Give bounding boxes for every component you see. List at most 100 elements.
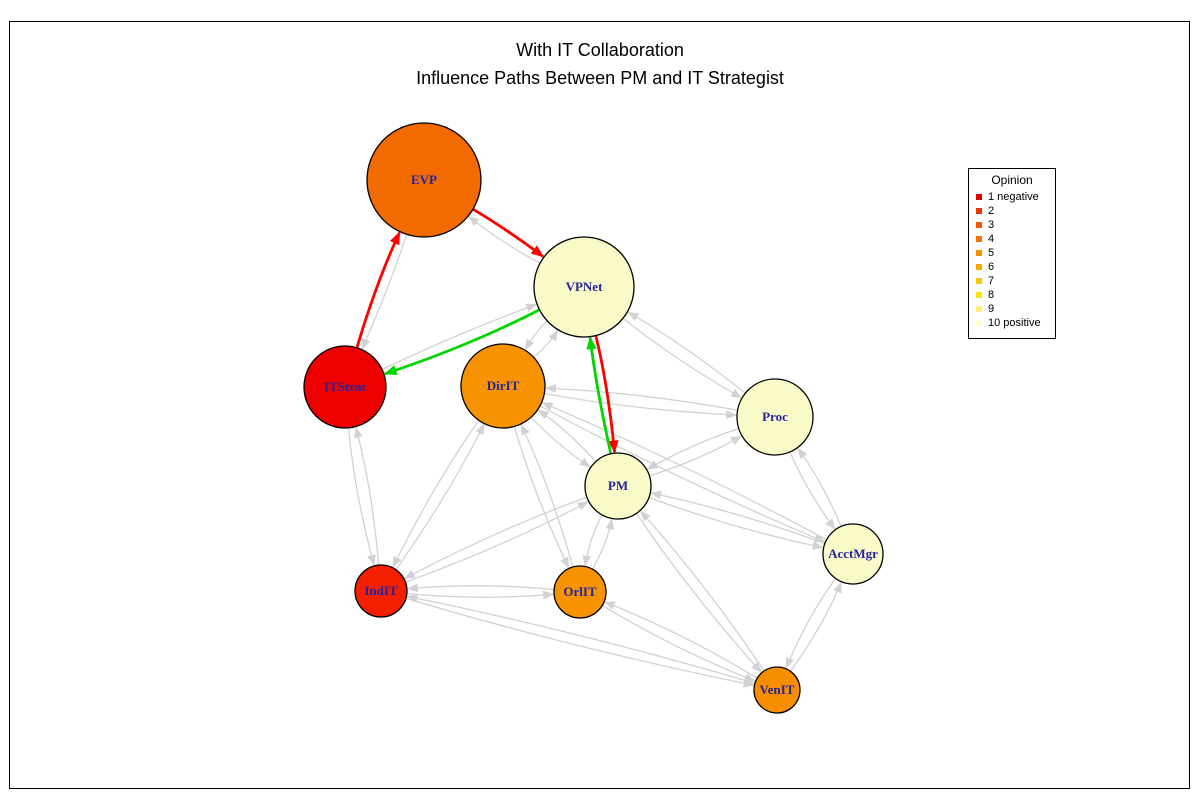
edge-IndIT-ITStrat [354, 426, 380, 565]
legend-item: 2 [969, 204, 1055, 218]
node-circle-EVP [366, 122, 482, 238]
legend-swatch [976, 264, 982, 270]
legend-item: 4 [969, 232, 1055, 246]
edge-DirIT-OrlIT [513, 426, 570, 569]
edge-AcctMgr-Proc [797, 447, 842, 527]
edge-PM-Proc [649, 435, 743, 477]
edge-PM-OrlIT [582, 515, 603, 567]
legend-label: 4 [988, 233, 995, 245]
legend-item: 6 [969, 260, 1055, 274]
edge-Proc-VPNet [627, 311, 746, 394]
legend-label: 3 [988, 219, 995, 231]
legend-label: 5 [988, 247, 995, 259]
legend-label: 6 [988, 261, 995, 273]
edge-IndIT-PM [405, 501, 589, 583]
edge-PM-IndIT [403, 496, 587, 579]
edge-Proc-PM [646, 428, 739, 470]
edge-VPNet-PM [594, 335, 619, 454]
edge-Proc-DirIT [544, 384, 738, 411]
legend-swatch [976, 278, 982, 284]
node-circle-DirIT [460, 343, 546, 429]
edge-OrlIT-VenIT [602, 605, 756, 682]
node-circle-IndIT [354, 564, 408, 618]
edge-OrlIT-DirIT [520, 423, 574, 567]
legend-swatch [976, 306, 982, 312]
edge-DirIT-PM [531, 417, 591, 468]
edge-DirIT-VPNet [533, 329, 559, 358]
node-label-AcctMgr: AcctMgr [828, 546, 878, 561]
edge-VPNet-EVP [468, 215, 540, 264]
legend-swatch [976, 250, 982, 256]
edge-ITStrat-VPNet [382, 303, 538, 370]
legend-swatch [976, 222, 982, 228]
edge-EVP-VPNet [472, 208, 545, 258]
chart-title-line1: With IT Collaboration [516, 40, 684, 60]
edge-AcctMgr-DirIT [541, 402, 827, 541]
node-label-DirIT: DirIT [487, 378, 520, 393]
node-label-OrlIT: OrlIT [563, 584, 597, 599]
edge-DirIT-Proc [544, 392, 738, 420]
edge-VenIT-PM [639, 510, 765, 671]
edge-PM-VenIT [636, 513, 762, 673]
legend-swatch [976, 320, 982, 326]
edge-VPNet-Proc [622, 318, 743, 399]
legend-swatch [976, 292, 982, 298]
legend-label: 1 negative [988, 191, 1039, 203]
edge-AcctMgr-VenIT [785, 578, 836, 669]
node-circle-PM [584, 452, 652, 520]
legend-swatch [976, 208, 982, 214]
legend-item: 5 [969, 246, 1055, 260]
legend-item: 10 positive [969, 316, 1055, 330]
node-label-EVP: EVP [411, 172, 437, 187]
edge-OrlIT-PM [592, 518, 615, 570]
chart-title-line2: Influence Paths Between PM and IT Strate… [416, 68, 784, 88]
edge-IndIT-OrlIT [407, 590, 555, 600]
edge-PM-VPNet [586, 336, 613, 454]
node-circle-OrlIT [553, 565, 607, 619]
edge-OrlIT-IndIT [406, 583, 554, 593]
legend-label: 10 positive [988, 317, 1041, 329]
edge-VenIT-OrlIT [604, 601, 758, 679]
edge-VenIT-IndIT [406, 594, 755, 684]
edge-VPNet-ITStrat [383, 308, 540, 376]
edge-AcctMgr-PM [650, 490, 825, 545]
edge-IndIT-DirIT [395, 423, 485, 570]
legend-item: 9 [969, 302, 1055, 316]
node-circle-VPNet [533, 236, 635, 338]
legend-label: 8 [988, 289, 995, 301]
node-label-VenIT: VenIT [760, 682, 795, 697]
legend-item: 1 negative [969, 190, 1055, 204]
node-label-ITStrat: ITStrat [324, 379, 367, 394]
edge-Proc-AcctMgr [789, 452, 836, 530]
legend-box: Opinion 1 negative 2 3 4 5 6 7 8 9 10 positive [968, 168, 1056, 339]
legend-label: 9 [988, 303, 995, 315]
legend-item: 7 [969, 274, 1055, 288]
legend-item: 3 [969, 218, 1055, 232]
edge-PM-AcctMgr [649, 496, 824, 550]
legend-rows: 1 negative 2 3 4 5 6 7 8 9 10 positive [969, 190, 1055, 330]
legend-title: Opinion [991, 173, 1033, 187]
node-label-IndIT: IndIT [364, 583, 398, 598]
legend-swatch [976, 194, 982, 200]
edge-VenIT-AcctMgr [790, 581, 842, 672]
edge-VPNet-DirIT [524, 320, 548, 351]
plot-frame [9, 21, 1190, 789]
node-circle-VenIT [753, 666, 801, 714]
node-label-Proc: Proc [762, 409, 788, 424]
node-label-PM: PM [608, 478, 628, 493]
legend-swatch [976, 236, 982, 242]
node-circle-AcctMgr [822, 523, 884, 585]
node-circle-ITStrat [303, 345, 387, 429]
edge-IndIT-VenIT [406, 597, 755, 688]
chart-title: With IT Collaboration Influence Paths Be… [0, 36, 1200, 92]
edge-EVP-ITStrat [361, 234, 408, 350]
legend-label: 2 [988, 205, 995, 217]
edge-PM-DirIT [537, 409, 596, 462]
edge-ITStrat-IndIT [347, 428, 376, 566]
legend-item: 8 [969, 288, 1055, 302]
node-circle-Proc [736, 378, 814, 456]
edge-DirIT-AcctMgr [540, 405, 826, 543]
legend-label: 7 [988, 275, 995, 287]
